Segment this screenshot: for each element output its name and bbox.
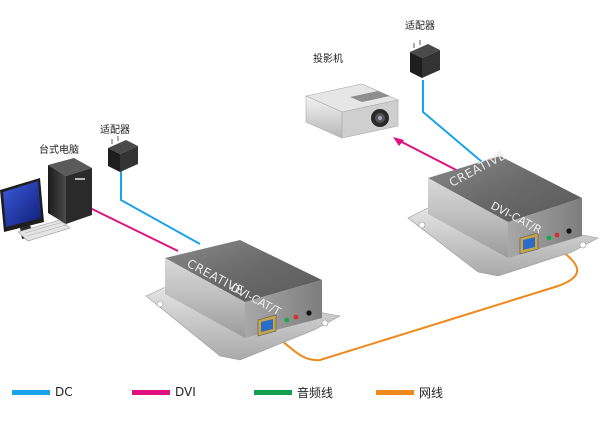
dvi-cable-left [87,206,179,252]
desktop-pc [0,158,92,242]
projector-label: 投影机 [313,52,343,65]
receiver-unit [407,156,599,277]
power-adapter-left [108,136,138,172]
transmitter-unit [145,240,341,361]
legend-item-audio: 音频线 [254,377,333,407]
dvi-arrow-right [393,137,404,146]
legend-swatch-audio [254,389,292,395]
dvi-cable-right [395,138,467,176]
legend-label-audio: 音频线 [297,385,334,400]
legend-item-network: 网线 [376,377,443,407]
legend-swatch-dc [12,389,50,395]
legend-label-network: 网线 [419,385,444,400]
adapter-right-label: 适配器 [405,20,435,32]
legend-label-dc: DC [55,385,73,399]
pc-label: 台式电脑 [39,143,79,156]
legend-item-dvi: DVI [132,377,196,407]
legend-swatch-dvi [132,389,170,395]
legend-label-dvi: DVI [175,385,196,399]
legend-swatch-network [376,389,414,395]
power-adapter-right [410,40,440,78]
dc-cable-right [422,80,489,168]
dc-cable-left [120,170,201,245]
legend: DC DVI 音频线 网线 [0,377,600,407]
adapter-left-label: 适配器 [100,124,130,136]
legend-item-dc: DC [12,377,73,407]
projector [305,83,399,139]
